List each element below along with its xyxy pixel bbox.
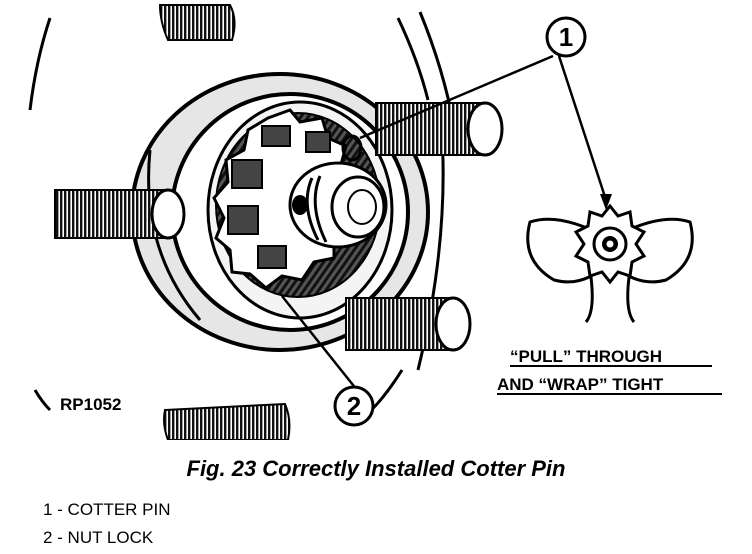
- lug-stud-upper-right: [375, 101, 504, 157]
- leader-lines: [281, 54, 612, 391]
- callout-2: 2: [333, 385, 375, 427]
- figure-caption: Fig. 23 Correctly Installed Cotter Pin: [186, 456, 566, 481]
- lug-stud-bottom: [163, 402, 291, 440]
- lug-stud-top: [158, 4, 236, 41]
- image-code: RP1052: [60, 395, 121, 414]
- instruction-line-2: AND “WRAP” TIGHT: [497, 375, 664, 394]
- hub-cotter-pin-illustration: 1 2 RP1052 “PULL” THROUGH AND “WRAP” TIG…: [28, 4, 722, 440]
- legend-item-nut-lock: 2 - NUT LOCK: [43, 528, 154, 547]
- callout-1: 1: [545, 16, 587, 58]
- cotter-pin: [305, 134, 363, 243]
- instruction-line-1: “PULL” THROUGH: [510, 347, 662, 366]
- callout-1-label: 1: [559, 22, 573, 52]
- lug-stud-left: [54, 188, 186, 240]
- callout-2-label: 2: [347, 391, 361, 421]
- legend-item-cotter-pin: 1 - COTTER PIN: [43, 500, 171, 519]
- cotter-pin-detail: [526, 203, 694, 323]
- lug-stud-lower-right: [345, 296, 472, 352]
- spindle-end: [288, 161, 388, 249]
